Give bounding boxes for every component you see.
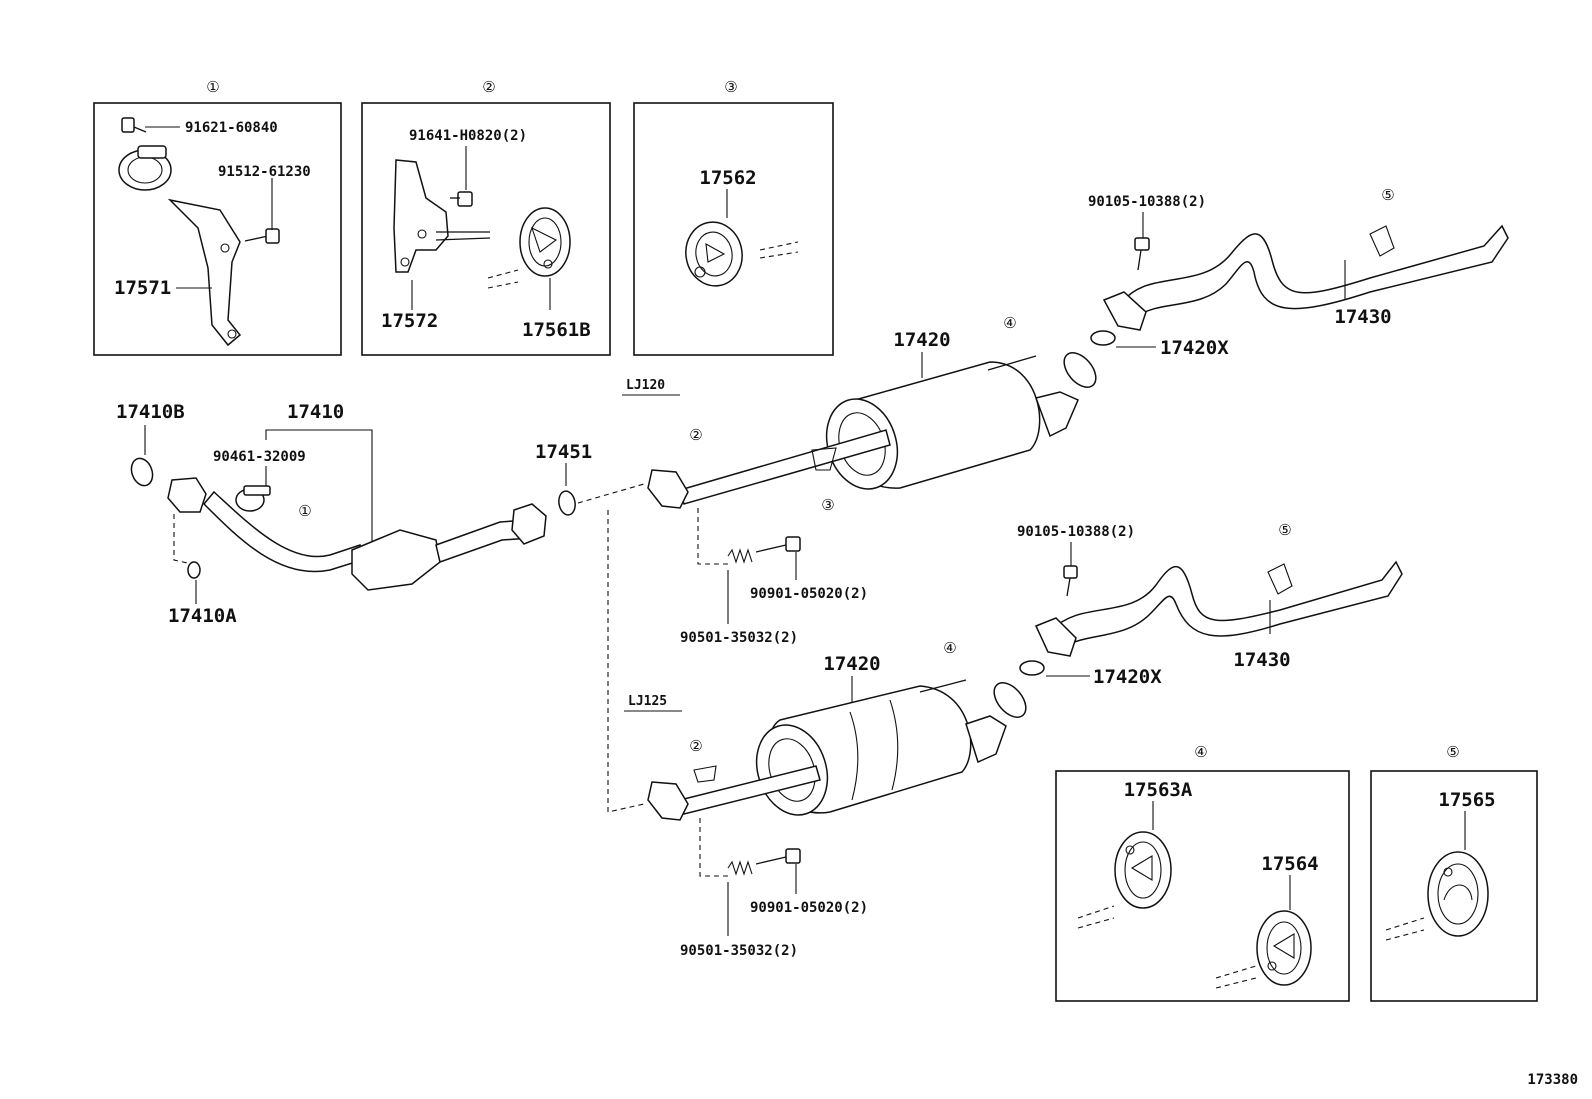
label-91621-60840: 91621-60840: [185, 120, 278, 136]
callout-4-top: ④: [1003, 314, 1016, 332]
label-17420-top: 17420: [893, 329, 950, 351]
label-17565: 17565: [1438, 789, 1495, 811]
label-17410A: 17410A: [168, 605, 237, 627]
hanger-17563A-icon: [1114, 831, 1172, 909]
callout-3-box: ③: [724, 78, 737, 96]
label-90501-35032-lj125: 90501-35032(2): [680, 943, 798, 959]
label-17420X-bottom: 17420X: [1093, 666, 1162, 688]
label-17451: 17451: [535, 441, 592, 463]
muffler-17420-lj120: 17420 ④: [825, 314, 1097, 490]
label-17571: 17571: [114, 277, 171, 299]
label-90501-35032-lj120: 90501-35032(2): [680, 630, 798, 646]
label-91512-61230: 91512-61230: [218, 164, 311, 180]
bracket-17572-icon: [393, 159, 491, 273]
figure-id: 173380: [1527, 1072, 1578, 1088]
label-17420-bottom: 17420: [823, 653, 880, 675]
label-90105-10388-bottom: 90105-10388(2): [1017, 524, 1135, 540]
detail-box-2: ② 91641-H0820(2) 17572 17561B: [361, 78, 611, 356]
callout-2-lj125: ②: [689, 737, 702, 755]
hanger-17561B-icon: [519, 207, 571, 277]
hanger-17562-icon: [685, 221, 743, 287]
label-17430-top: 17430: [1334, 306, 1391, 328]
label-90105-10388-top: 90105-10388(2): [1088, 194, 1206, 210]
label-90461-32009: 90461-32009: [213, 449, 306, 465]
detail-box-4: ④ 17563A 17564: [1055, 743, 1350, 1002]
callout-5-box: ⑤: [1446, 743, 1459, 761]
callout-1-box: ①: [206, 78, 219, 96]
bolt-icon: [121, 117, 147, 133]
label-lj125: LJ125: [628, 694, 667, 709]
detail-box-3: ③ 17562: [633, 78, 834, 356]
clamp-icon-front: [235, 485, 271, 512]
label-90901-05020-lj120: 90901-05020(2): [750, 586, 868, 602]
label-17562: 17562: [699, 167, 756, 189]
bolt-icon-tail-bottom: [1063, 565, 1078, 597]
callout-3-lj120: ③: [821, 496, 834, 514]
callout-1-front: ①: [298, 502, 311, 520]
lj120-front-section: LJ120 ② ③ 90901-05020(2) 90501-35032(2): [622, 378, 891, 646]
label-17410B: 17410B: [116, 401, 185, 423]
label-17410: 17410: [287, 401, 344, 423]
tailpipe-17430-lj125: ⑤ 90105-10388(2) 17430 17420X: [1017, 521, 1403, 688]
label-17564: 17564: [1261, 853, 1318, 875]
front-pipe-17410: 17410B 17410 90461-32009 ① 17410A 17451: [116, 401, 645, 813]
label-17561B: 17561B: [522, 319, 591, 341]
label-lj120: LJ120: [626, 378, 665, 393]
callout-5-top: ⑤: [1381, 186, 1394, 204]
bracket-17571-icon: [167, 198, 242, 347]
callout-2-box: ②: [482, 78, 495, 96]
callout-4-box: ④: [1194, 743, 1207, 761]
muffler-17420-lj125: 17420 ④: [755, 639, 1027, 816]
label-91641-H0820: 91641-H0820(2): [409, 128, 527, 144]
detail-box-5: ⑤ 17565: [1370, 743, 1538, 1002]
callout-5-bottom: ⑤: [1278, 521, 1291, 539]
callout-2-lj120: ②: [689, 426, 702, 444]
bolt2-icon: [244, 228, 280, 244]
callout-4-bottom: ④: [943, 639, 956, 657]
label-17430-bottom: 17430: [1233, 649, 1290, 671]
detail-box-1: ① 91621-60840 91512-61230 17571: [93, 78, 342, 356]
clamp-icon: [118, 145, 172, 191]
lj125-front-section: LJ125 ② 90901-05020(2) 90501-35032(2): [624, 694, 868, 959]
label-90901-05020-lj125: 90901-05020(2): [750, 900, 868, 916]
label-17420X-top: 17420X: [1160, 337, 1229, 359]
label-17572: 17572: [381, 310, 438, 332]
bolt-icon-box2: [450, 191, 473, 207]
label-17563A: 17563A: [1124, 779, 1193, 801]
bolt-icon-tail-top: [1134, 237, 1150, 271]
tailpipe-17430-lj120: ⑤ 90105-10388(2) 17430 17420X: [1088, 186, 1509, 359]
hanger-17565-icon: [1427, 851, 1489, 937]
hanger-17564-icon: [1256, 910, 1312, 986]
